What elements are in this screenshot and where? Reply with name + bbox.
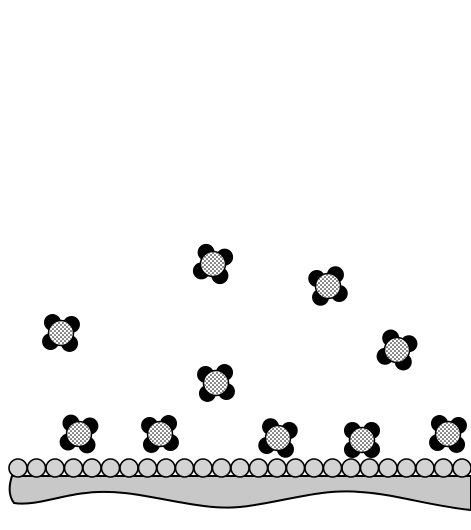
free-particle	[197, 364, 235, 402]
adsorbed-particle	[344, 422, 380, 458]
particle-core-stipple	[317, 275, 340, 298]
particle-core-stipple	[267, 427, 290, 450]
free-particle	[193, 244, 233, 284]
surface-bead-row	[9, 459, 471, 477]
particle-core-stipple	[149, 423, 172, 446]
surface-bead	[398, 459, 416, 477]
particle-core-stipple	[50, 322, 73, 345]
surface-bead	[342, 459, 360, 477]
surface-bead	[120, 459, 138, 477]
particle-core-stipple	[205, 372, 228, 395]
free-particle	[42, 314, 80, 352]
particle-layer	[42, 244, 467, 458]
particle-core-stipple	[351, 429, 374, 452]
surface-bead	[379, 459, 397, 477]
surface-bead	[28, 459, 46, 477]
surface-bead	[102, 459, 120, 477]
surface-bead	[268, 459, 286, 477]
free-particle	[377, 330, 418, 371]
surface-bead	[46, 459, 64, 477]
surface-bead	[416, 459, 434, 477]
particle-core-stipple	[437, 423, 460, 446]
surface-bead	[305, 459, 323, 477]
particle-core-stipple	[386, 339, 409, 362]
surface-bead	[231, 459, 249, 477]
surface-bead	[213, 459, 231, 477]
surface-bead	[435, 459, 453, 477]
surface-bead	[324, 459, 342, 477]
adsorbed-particle	[60, 415, 99, 454]
particle-core-stipple	[68, 423, 91, 446]
substrate	[9, 459, 471, 510]
surface-bead	[194, 459, 212, 477]
adsorbed-particle	[429, 415, 467, 453]
surface-bead	[176, 459, 194, 477]
adsorbed-particle	[141, 415, 179, 453]
adsorbed-particle	[258, 418, 298, 458]
surface-bead	[83, 459, 101, 477]
surface-bead	[361, 459, 379, 477]
particle-core-stipple	[202, 253, 225, 276]
surface-bead	[65, 459, 83, 477]
free-particle	[308, 266, 348, 306]
surface-bead	[250, 459, 268, 477]
substrate-base	[10, 476, 471, 510]
surface-bead	[287, 459, 305, 477]
surface-bead	[157, 459, 175, 477]
surface-bead	[9, 459, 27, 477]
surface-bead	[453, 459, 471, 477]
surface-bead	[139, 459, 157, 477]
